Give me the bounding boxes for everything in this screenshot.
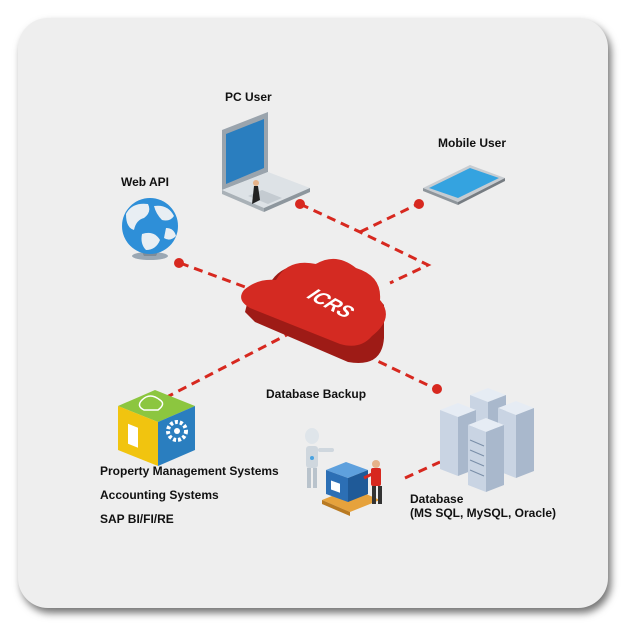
label-sap: SAP BI/FI/RE	[100, 512, 174, 526]
dot-web-api	[174, 258, 184, 268]
label-accounting: Accounting Systems	[100, 488, 219, 502]
label-database: Database	[410, 492, 464, 506]
label-database-backup: Database Backup	[266, 387, 367, 401]
label-web-api: Web API	[121, 175, 170, 189]
connector-database	[364, 353, 439, 392]
dot-pc-user	[295, 199, 305, 209]
connector-web-api	[179, 261, 276, 300]
label-pc-user: PC User	[225, 90, 272, 104]
connectors	[164, 202, 441, 480]
globe-icon	[122, 198, 178, 260]
cloud-icon: ICRS	[241, 258, 386, 363]
server-front	[468, 418, 504, 492]
server-rack-icon	[440, 388, 534, 492]
dot-database	[432, 384, 442, 394]
connector-mobile-user	[359, 202, 419, 234]
connector-integration	[164, 326, 301, 400]
robot-icon	[305, 428, 334, 488]
integration-cube-icon	[118, 390, 195, 466]
tablet-icon	[423, 165, 505, 205]
dot-mobile-user	[414, 199, 424, 209]
connector-pc-user	[299, 202, 432, 285]
connector-backup	[404, 460, 441, 480]
worker-pallet-icon	[322, 460, 382, 516]
label-pms: Property Management Systems	[100, 464, 279, 478]
label-mobile-user: Mobile User	[438, 136, 507, 150]
laptop-icon	[222, 112, 310, 212]
label-database-types: (MS SQL, MySQL, Oracle)	[410, 506, 557, 520]
